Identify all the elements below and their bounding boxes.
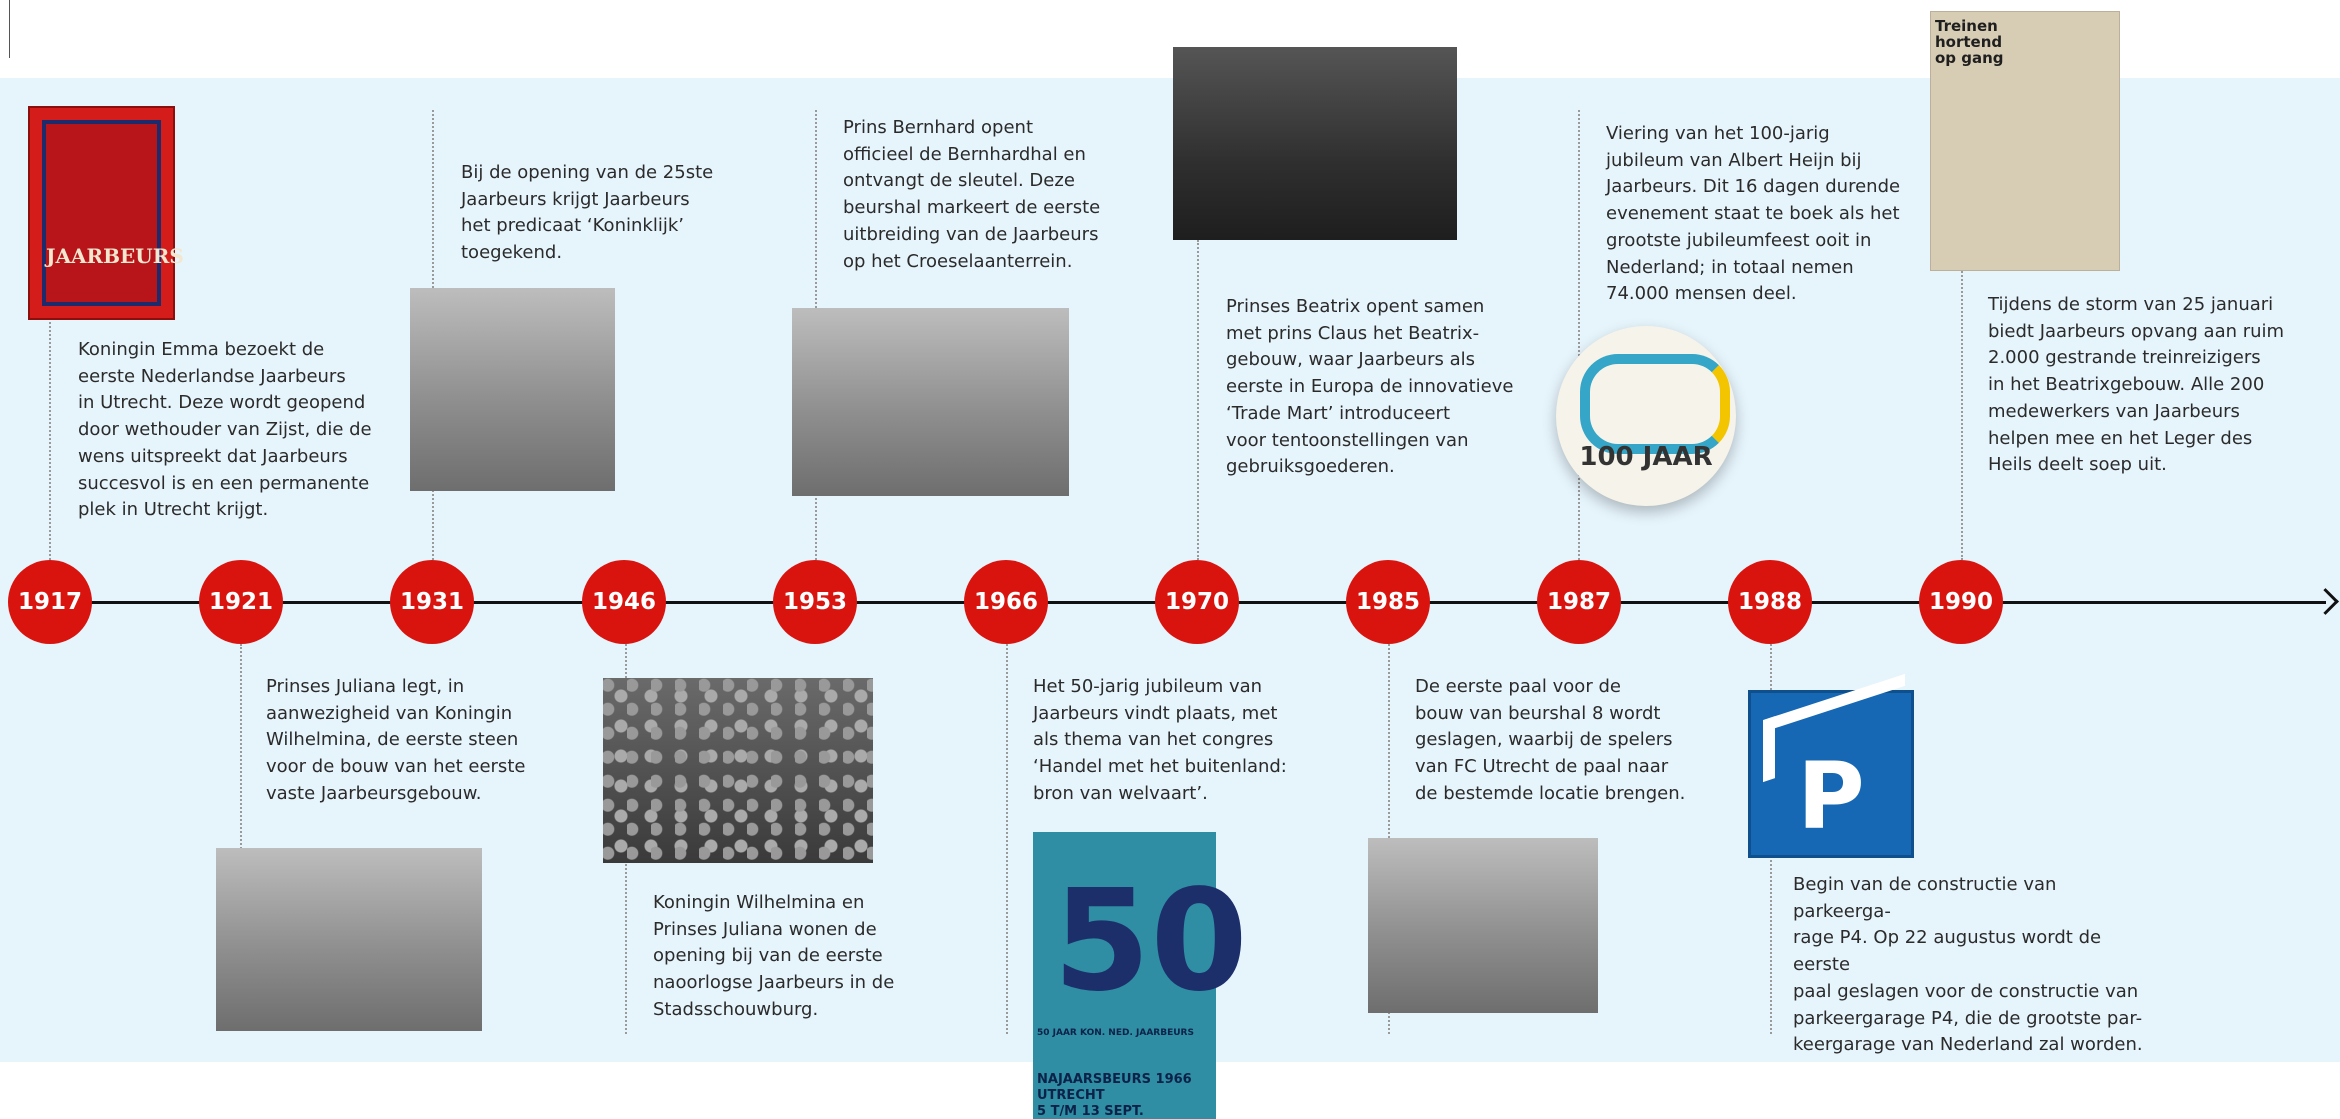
poster-1966-line3: UTRECHT xyxy=(1037,1088,1105,1103)
connector-1917 xyxy=(49,318,51,560)
year-node-1990[interactable]: 1990 xyxy=(1919,560,2003,644)
badge-1987-label: 100 JAAR xyxy=(1579,442,1713,472)
newspaper-1990-headline: Treinen hortend op gang xyxy=(1935,17,2004,67)
event-text-1917: Koningin Emma bezoekt de eerste Nederlan… xyxy=(78,339,372,521)
event-text-1953: Prins Bernhard opent officieel de Bernha… xyxy=(843,117,1101,272)
year-node-1931[interactable]: 1931 xyxy=(390,560,474,644)
connector-1966 xyxy=(1006,644,1008,1034)
event-text-1990: Tijdens de storm van 25 januari biedt Ja… xyxy=(1988,294,2285,476)
year-node-1987[interactable]: 1987 xyxy=(1537,560,1621,644)
photo-1946-image xyxy=(603,678,873,863)
photo-1970-image xyxy=(1173,47,1457,240)
year-node-1953[interactable]: 1953 xyxy=(773,560,857,644)
connector-1921 xyxy=(240,644,242,849)
event-text-1985: De eerste paal voor de bouw van beurshal… xyxy=(1415,676,1686,804)
poster-1966-line4: 5 T/M 13 SEPT. xyxy=(1037,1104,1144,1119)
event-text-1970: Prinses Beatrix opent samen met prins Cl… xyxy=(1226,296,1514,478)
event-text-1946: Koningin Wilhelmina en Prinses Juliana w… xyxy=(653,892,895,1020)
poster-1966-image: 50 50 JAAR KON. NED. JAARBEURS NAJAARSBE… xyxy=(1033,832,1248,1119)
year-node-1946[interactable]: 1946 xyxy=(582,560,666,644)
poster-1966-number: 50 xyxy=(1053,860,1248,1023)
year-node-1921[interactable]: 1921 xyxy=(199,560,283,644)
year-node-1988[interactable]: 1988 xyxy=(1728,560,1812,644)
text-cursor xyxy=(9,0,10,58)
year-node-1966[interactable]: 1966 xyxy=(964,560,1048,644)
photo-1985-image xyxy=(1368,838,1598,1013)
event-text-1988: Begin van de constructie van parkeerga- … xyxy=(1793,874,2143,1056)
event-text-1987: Viering van het 100-jarig jubileum van A… xyxy=(1606,123,1901,305)
photo-1921-image xyxy=(216,848,482,1031)
connector-1990 xyxy=(1961,260,1963,560)
poster-1917-title: JAARBEURS xyxy=(46,244,184,268)
connector-1970 xyxy=(1197,240,1199,560)
event-text-1966: Het 50-jarig jubileum van Jaarbeurs vind… xyxy=(1033,676,1287,804)
event-text-1921: Prinses Juliana legt, in aanwezigheid va… xyxy=(266,676,526,804)
year-node-1970[interactable]: 1970 xyxy=(1155,560,1239,644)
photo-1953-image xyxy=(792,308,1069,496)
poster-1917-image: JAARBEURS xyxy=(28,106,184,320)
year-node-1917[interactable]: 1917 xyxy=(8,560,92,644)
poster-1966-line1: 50 JAAR KON. NED. JAARBEURS xyxy=(1037,1028,1194,1038)
parking-p-icon: P xyxy=(1797,743,1865,850)
badge-1987-image: 100 JAAR xyxy=(1556,326,1736,506)
year-node-1985[interactable]: 1985 xyxy=(1346,560,1430,644)
photo-1931-image xyxy=(410,288,615,491)
poster-1966-line2: NAJAARSBEURS 1966 xyxy=(1037,1072,1192,1087)
event-text-1931: Bij de opening van de 25ste Jaarbeurs kr… xyxy=(461,162,714,264)
newspaper-1990-image: Treinen hortend op gang xyxy=(1930,11,2120,271)
connector-1987 xyxy=(1578,110,1580,560)
parking-sign-image: P xyxy=(1748,673,1914,858)
ah-logo-icon xyxy=(1580,354,1730,454)
